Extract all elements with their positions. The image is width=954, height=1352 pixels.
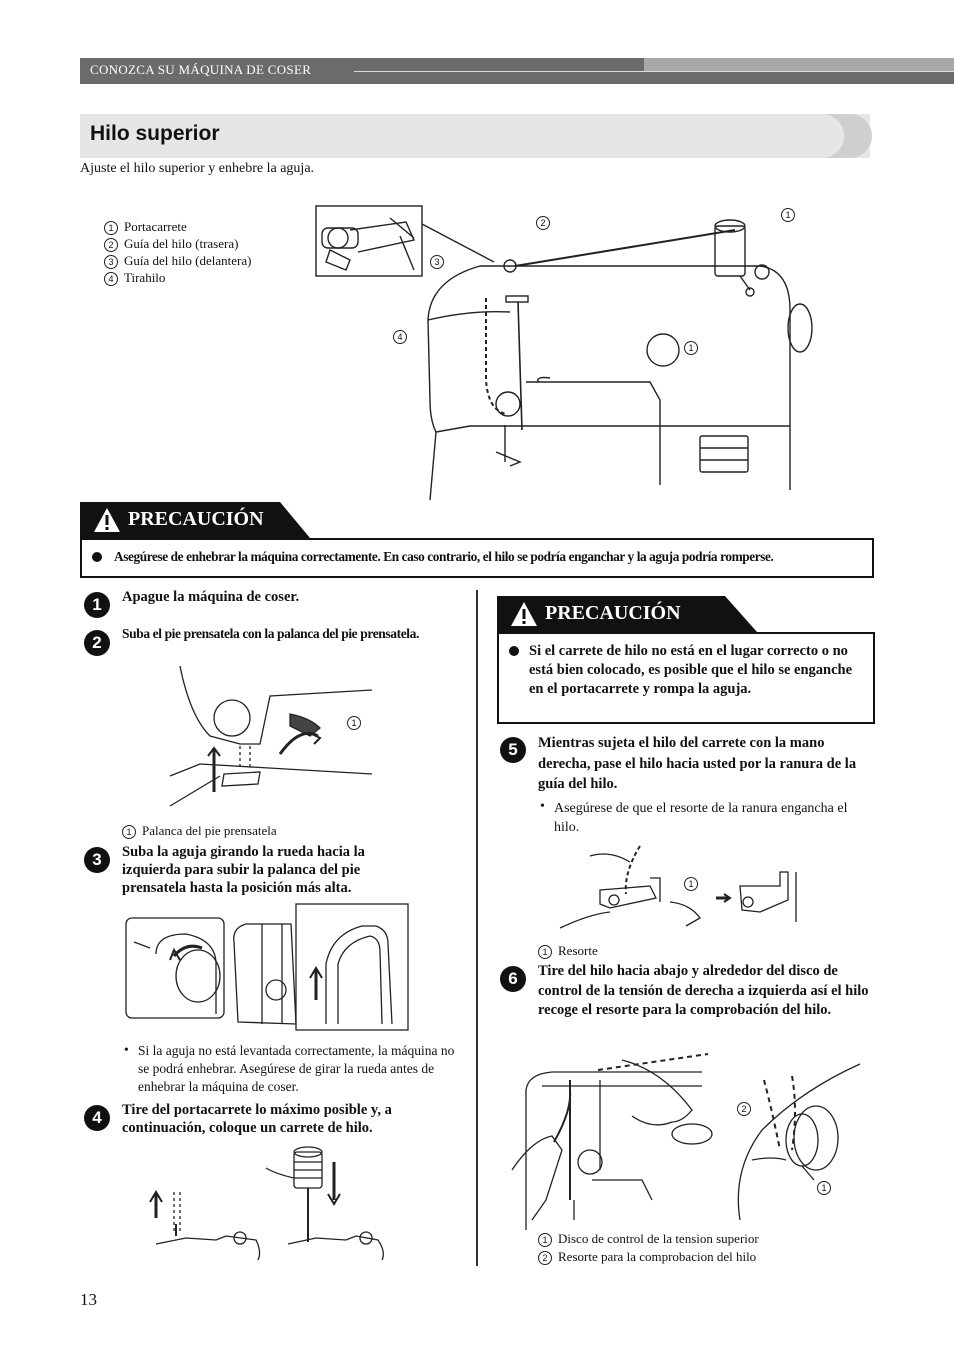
step-2-number: 2	[84, 630, 110, 656]
thread-guide-illustration	[559, 845, 797, 929]
callout-step5: 1	[684, 877, 698, 891]
caution2-header: PRECAUCIÓN	[497, 596, 757, 632]
callout-step6-1: 1	[817, 1181, 831, 1195]
header-section: CONOZCA SU MÁQUINA DE COSER	[90, 62, 312, 77]
callout-step2: 1	[347, 716, 361, 730]
intro-text: Ajuste el hilo superior y enhebre la agu…	[80, 161, 315, 176]
caution2-title: PRECAUCIÓN	[545, 602, 681, 624]
step-1-text: Apague la máquina de coser.	[122, 589, 300, 605]
step-1-number: 1	[84, 592, 110, 618]
caution2-text: Si el carrete de hilo no está en el luga…	[529, 643, 853, 697]
caution2-box: Si el carrete de hilo no está en el luga…	[497, 632, 875, 724]
step-5-text: Mientras sujeta el hilo del carrete con …	[538, 735, 857, 792]
step-4-text: Tire del portacarrete lo máximo posible …	[122, 1102, 392, 1136]
step-6-number: 6	[500, 966, 526, 992]
step-5-note: Asegúrese de que el resorte de la ranura…	[554, 801, 848, 835]
warning-icon	[511, 602, 537, 626]
warning-icon	[94, 508, 120, 532]
callout-step6-2: 2	[737, 1102, 751, 1116]
step-2-text: Suba el pie prensatela con la palanca de…	[122, 626, 419, 641]
bullet-icon	[509, 646, 519, 656]
callout-3: 3	[430, 255, 444, 269]
spool-pin-illustration	[149, 1146, 384, 1261]
bullet-icon	[92, 552, 102, 562]
callout-1: 1	[781, 208, 795, 222]
step-3-number: 3	[84, 847, 110, 873]
callout-4: 4	[393, 330, 407, 344]
step-5-number: 5	[500, 737, 526, 763]
caution-box: Asegúrese de enhebrar la máquina correct…	[80, 538, 874, 578]
title-band-tab2	[800, 114, 844, 158]
presser-foot-illustration	[169, 665, 373, 807]
machine-illustration	[315, 205, 813, 501]
caution-title: PRECAUCIÓN	[128, 508, 264, 530]
caution-header: PRECAUCIÓN	[80, 502, 310, 538]
step-3-bullet: •	[124, 1042, 129, 1057]
tension-disc-illustration	[511, 1053, 861, 1230]
header-line	[354, 71, 954, 72]
callout-2: 2	[536, 216, 550, 230]
step-3-note: Si la aguja no está levantada correctame…	[138, 1043, 455, 1094]
page-number: 13	[80, 1290, 97, 1309]
step-5-bullet: •	[540, 799, 545, 814]
title-band	[80, 114, 870, 158]
column-divider	[476, 590, 478, 1266]
handwheel-illustration	[125, 903, 409, 1031]
callout-1b: 1	[684, 341, 698, 355]
page-title: Hilo superior	[90, 122, 220, 145]
step-6-text: Tire del hilo hacia abajo y alrededor de…	[538, 963, 869, 1018]
step-3-text: Suba la aguja girando la rueda hacia la …	[122, 844, 365, 896]
caution-text: Asegúrese de enhebrar la máquina correct…	[114, 549, 774, 564]
step-4-number: 4	[84, 1105, 110, 1131]
header-bar-light	[644, 58, 954, 71]
